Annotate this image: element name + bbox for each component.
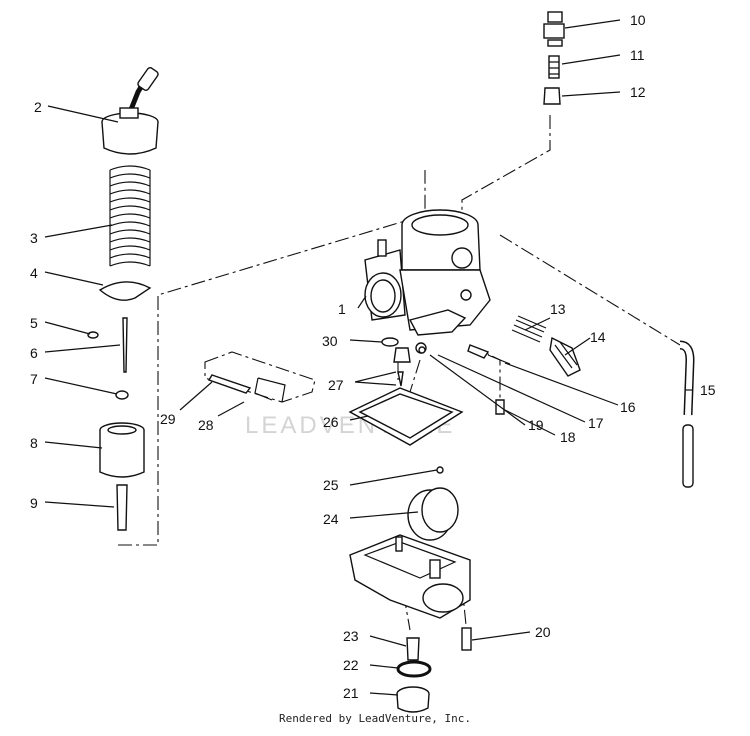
callout-28: 28 bbox=[198, 417, 214, 433]
callout-3: 3 bbox=[30, 230, 38, 246]
callout-25: 25 bbox=[323, 477, 339, 493]
callout-4: 4 bbox=[30, 265, 38, 281]
cable-adjuster bbox=[543, 11, 565, 105]
main-jet bbox=[406, 637, 420, 661]
credit-footer: Rendered by LeadVenture, Inc. bbox=[278, 712, 472, 725]
float-bowl-gasket bbox=[348, 387, 464, 446]
leader-lines bbox=[44, 19, 692, 696]
callout-24: 24 bbox=[323, 511, 339, 527]
callout-9: 9 bbox=[30, 495, 38, 511]
callout-1: 1 bbox=[338, 301, 346, 317]
callout-16: 16 bbox=[620, 399, 636, 415]
carb-cap bbox=[101, 67, 159, 155]
callout-2: 2 bbox=[34, 99, 42, 115]
carburetor-body bbox=[364, 209, 491, 336]
float bbox=[407, 487, 459, 541]
callout-19: 19 bbox=[528, 417, 544, 433]
bowl-o-ring bbox=[396, 660, 432, 678]
callout-29: 29 bbox=[160, 411, 176, 427]
connector-line-left bbox=[118, 170, 426, 546]
callout-8: 8 bbox=[30, 435, 38, 451]
callout-22: 22 bbox=[343, 657, 359, 673]
washer-small bbox=[418, 346, 426, 354]
callout-18: 18 bbox=[560, 429, 576, 445]
connector-line-jets bbox=[397, 359, 421, 393]
callout-12: 12 bbox=[630, 84, 646, 100]
callout-15: 15 bbox=[700, 382, 716, 398]
callout-30: 30 bbox=[322, 333, 338, 349]
bowl-screw bbox=[461, 627, 472, 651]
callout-13: 13 bbox=[550, 301, 566, 317]
callout-27: 27 bbox=[328, 377, 344, 393]
float-pin bbox=[436, 466, 444, 474]
e-clip bbox=[87, 331, 99, 339]
callout-17: 17 bbox=[588, 415, 604, 431]
callout-10: 10 bbox=[630, 12, 646, 28]
jet-needle bbox=[122, 317, 128, 373]
callout-6: 6 bbox=[30, 345, 38, 361]
callout-21: 21 bbox=[343, 685, 359, 701]
jet-holder bbox=[393, 347, 411, 363]
callout-7: 7 bbox=[30, 371, 38, 387]
callout-20: 20 bbox=[535, 624, 551, 640]
float-kit-outline bbox=[204, 351, 316, 403]
o-ring bbox=[381, 337, 399, 347]
throttle-spring bbox=[109, 165, 151, 267]
connector-line-right bbox=[499, 234, 681, 346]
callout-labels: 1 2 3 4 5 6 7 8 9 10 11 12 13 14 15 16 1… bbox=[30, 12, 716, 701]
callout-5: 5 bbox=[30, 315, 38, 331]
float-arm bbox=[254, 377, 286, 403]
callout-23: 23 bbox=[343, 628, 359, 644]
vent-tube-end bbox=[682, 424, 694, 488]
callout-26: 26 bbox=[323, 414, 339, 430]
needle-jet bbox=[116, 484, 128, 531]
drain-plug bbox=[396, 686, 430, 713]
idle-screw-assembly bbox=[467, 315, 581, 377]
callout-14: 14 bbox=[590, 329, 606, 345]
float-arm-rod bbox=[207, 374, 252, 394]
washer bbox=[115, 390, 129, 400]
float-needle bbox=[397, 371, 404, 387]
float-bowl bbox=[349, 534, 471, 619]
throttle-slide bbox=[99, 422, 145, 478]
callout-11: 11 bbox=[630, 47, 645, 63]
retainer-plate bbox=[98, 281, 152, 301]
